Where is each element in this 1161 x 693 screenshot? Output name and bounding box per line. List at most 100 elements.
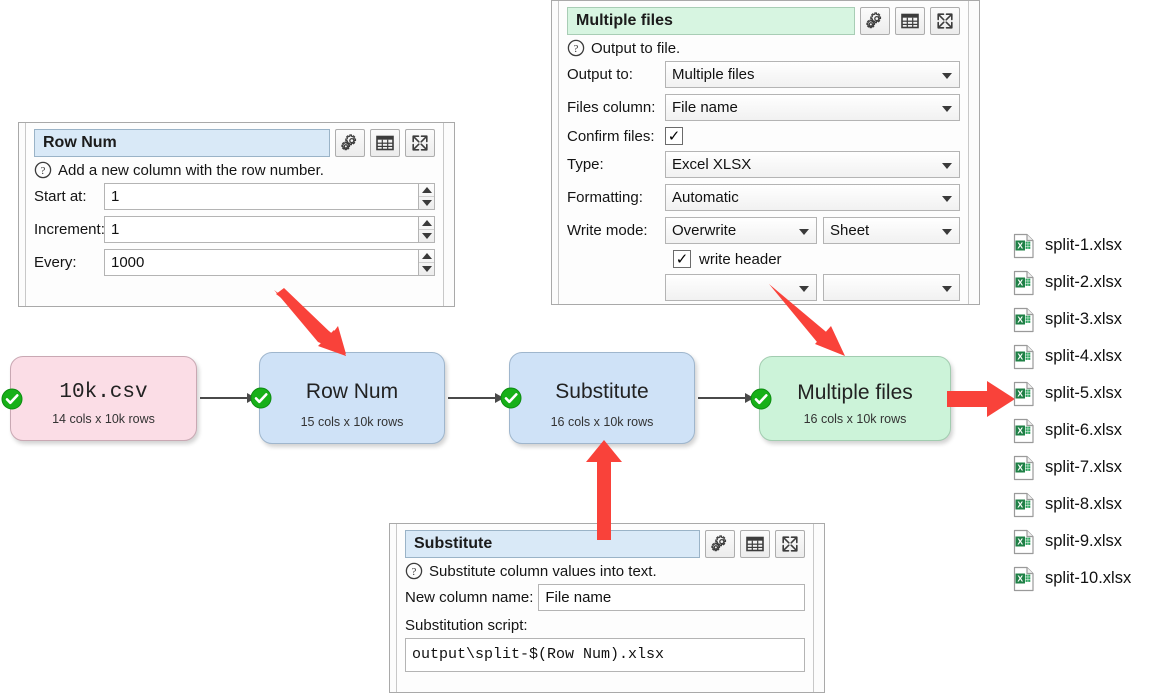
- substitution-script-label: Substitution script:: [405, 617, 528, 634]
- svg-text:X: X: [1017, 425, 1023, 435]
- gears-icon[interactable]: [335, 129, 365, 157]
- svg-text:X: X: [1017, 536, 1023, 546]
- file-name-label: split-6.xlsx: [1045, 421, 1123, 439]
- formatting-row: Formatting: Automatic: [567, 184, 960, 211]
- svg-text:X: X: [1017, 240, 1023, 250]
- gears-icon[interactable]: [705, 530, 735, 558]
- file-name-label: split-2.xlsx: [1045, 273, 1123, 291]
- clipped-select-left[interactable]: [665, 274, 817, 301]
- annotation-arrow-row-num: [274, 288, 346, 356]
- item-name-input[interactable]: Multiple files: [567, 7, 855, 35]
- confirm-files-checkbox[interactable]: ✓: [665, 127, 683, 145]
- clipped-row: [567, 274, 960, 301]
- type-select[interactable]: Excel XLSX: [665, 151, 960, 178]
- file-name-label: split-3.xlsx: [1045, 310, 1123, 328]
- table-icon[interactable]: [740, 530, 770, 558]
- item-name-input[interactable]: Row Num: [34, 129, 330, 157]
- substitute-settings-panel: Substitute ? Substitute column values in…: [389, 523, 825, 693]
- gears-icon[interactable]: [860, 7, 890, 35]
- excel-file-icon: X: [1013, 307, 1034, 332]
- panel-description: ? Substitute column values into text.: [405, 562, 805, 580]
- row-num-settings-panel: Row Num ? Add a new column with the row …: [18, 122, 455, 307]
- svg-text:X: X: [1017, 314, 1023, 324]
- new-column-name-label: New column name:: [405, 589, 534, 606]
- panel-description: ? Output to file.: [567, 39, 960, 57]
- node-row-num[interactable]: Row Num 15 cols x 10k rows: [250, 352, 445, 444]
- clipped-select-right[interactable]: [823, 274, 960, 301]
- file-name-label: split-8.xlsx: [1045, 495, 1123, 513]
- table-icon[interactable]: [370, 129, 400, 157]
- help-icon[interactable]: ?: [567, 39, 585, 57]
- node-substitute[interactable]: Substitute 16 cols x 10k rows: [500, 352, 695, 444]
- status-ok-icon: [250, 387, 272, 409]
- node-stats: 16 cols x 10k rows: [803, 412, 907, 426]
- svg-text:X: X: [1017, 277, 1023, 287]
- node-label: Row Num: [305, 380, 399, 403]
- excel-file-icon: X: [1013, 270, 1034, 295]
- file-name-label: split-1.xlsx: [1045, 236, 1123, 254]
- new-column-name-row: New column name: File name: [405, 584, 805, 611]
- start-at-input[interactable]: 1: [104, 183, 419, 210]
- output-to-select[interactable]: Multiple files: [665, 61, 960, 88]
- table-icon[interactable]: [895, 7, 925, 35]
- increment-stepper[interactable]: [419, 216, 435, 243]
- write-target-select[interactable]: Sheet: [823, 217, 960, 244]
- node-stats: 14 cols x 10k rows: [52, 412, 155, 426]
- panel-titlebar: Row Num: [34, 129, 435, 157]
- expand-icon[interactable]: [405, 129, 435, 157]
- expand-icon[interactable]: [775, 530, 805, 558]
- every-stepper[interactable]: [419, 249, 435, 276]
- excel-file-icon: X: [1013, 418, 1034, 443]
- confirm-files-label: Confirm files:: [567, 127, 655, 145]
- every-input[interactable]: 1000: [104, 249, 419, 276]
- node-10k-csv[interactable]: 10k.csv 14 cols x 10k rows: [1, 356, 197, 441]
- status-ok-icon: [1, 388, 23, 409]
- description-text: Substitute column values into text.: [429, 562, 657, 580]
- every-label: Every:: [34, 254, 77, 271]
- type-label: Type:: [567, 156, 604, 173]
- start-at-stepper[interactable]: [419, 183, 435, 210]
- substitution-script-editor[interactable]: output\split-$(Row Num).xlsx: [405, 638, 805, 672]
- write-header-checkbox[interactable]: ✓: [673, 250, 691, 268]
- output-to-row: Output to: Multiple files: [567, 61, 960, 88]
- file-name-label: split-5.xlsx: [1045, 384, 1123, 402]
- svg-text:X: X: [1017, 388, 1023, 398]
- help-icon[interactable]: ?: [405, 562, 423, 580]
- expand-icon[interactable]: [930, 7, 960, 35]
- excel-file-icon: X: [1013, 529, 1034, 554]
- formatting-label: Formatting:: [567, 189, 643, 206]
- panel-titlebar: Substitute: [405, 530, 805, 558]
- confirm-files-row: Confirm files: ✓: [567, 127, 960, 145]
- increment-input[interactable]: 1: [104, 216, 419, 243]
- multiple-files-settings-panel: Multiple files ? Output to file. Output …: [551, 0, 980, 305]
- node-label: Substitute: [555, 380, 649, 403]
- help-icon[interactable]: ?: [34, 161, 52, 179]
- panel-description: ? Add a new column with the row number.: [34, 161, 435, 179]
- write-mode-select[interactable]: Overwrite: [665, 217, 817, 244]
- formatting-select[interactable]: Automatic: [665, 184, 960, 211]
- item-name-input[interactable]: Substitute: [405, 530, 700, 558]
- svg-text:?: ?: [412, 566, 417, 578]
- svg-text:X: X: [1017, 462, 1023, 472]
- new-column-name-input[interactable]: File name: [538, 584, 805, 611]
- file-name-label: split-7.xlsx: [1045, 458, 1123, 476]
- svg-text:?: ?: [41, 165, 46, 177]
- description-text: Add a new column with the row number.: [58, 161, 324, 179]
- annotation-arrow-multiple-files: [769, 284, 845, 356]
- write-mode-label: Write mode:: [567, 222, 648, 239]
- svg-text:X: X: [1017, 499, 1023, 509]
- node-multiple-files[interactable]: Multiple files 16 cols x 10k rows: [750, 356, 951, 441]
- write-header-label: write header: [699, 250, 782, 268]
- start-at-row: Start at: 1: [34, 183, 435, 210]
- files-column-select[interactable]: File name: [665, 94, 960, 121]
